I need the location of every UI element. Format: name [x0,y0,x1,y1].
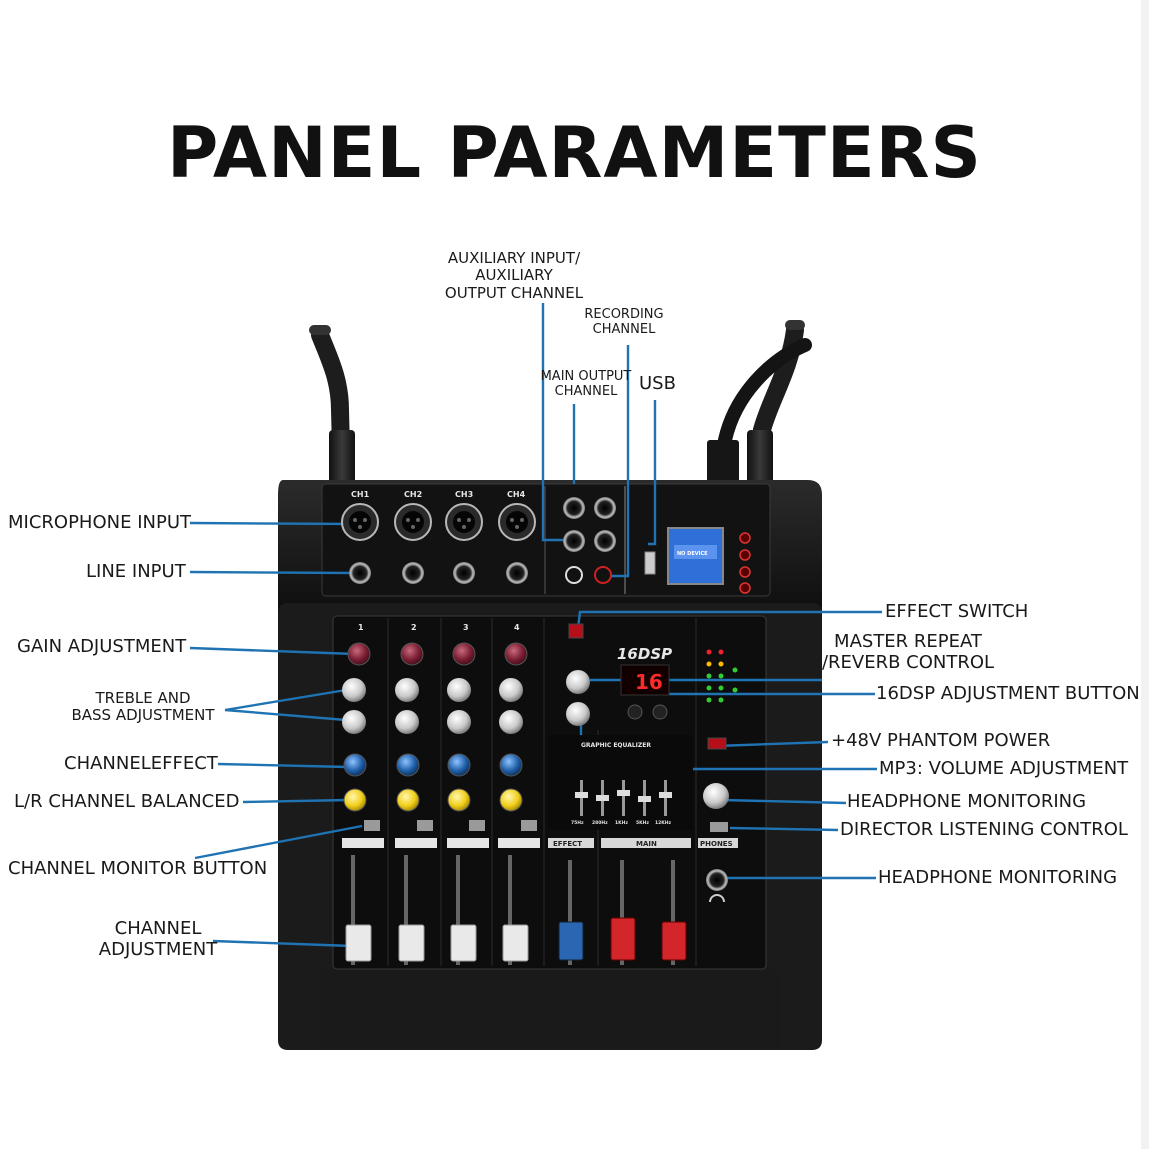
label-effect-switch: EFFECT SWITCH [885,601,1029,622]
label-phantom-power: +48V PHANTOM POWER [831,730,1051,751]
gain-knobs [347,642,528,666]
label-channel-effect: CHANNELEFFECT [64,753,218,774]
lcd-text: NO DEVICE [677,551,708,557]
strip-1-number: 1 [358,623,364,632]
effect-display-value: 16 [635,670,663,694]
label-master-repeat: MASTER REPEAT/REVERB CONTROL [821,631,995,673]
label-director-listening: DIRECTOR LISTENING CONTROL [840,819,1128,840]
phones-jack [706,869,728,903]
ch3-label: CH3 [455,490,473,499]
mp3-display [667,527,724,585]
main-strip-label: MAIN [636,840,657,848]
strip-label-bars [342,838,738,848]
eq-band-4: 5KHz [636,820,649,826]
label-mp3-volume: MP3: VOLUME ADJUSTMENT [879,758,1129,779]
strip-2-number: 2 [411,623,417,632]
eq-band-5: 12KHz [655,820,672,826]
label-dsp-button: 16DSP ADJUSTMENT BUTTON [876,683,1140,704]
graphic-eq [548,735,693,830]
ch1-label: CH1 [351,490,370,499]
xlr-inputs [341,503,536,541]
leader-lines [189,303,882,948]
label-microphone-input: MICROPHONE INPUT [8,512,191,533]
label-line-input: LINE INPUT [86,561,186,582]
mixer-top-panel [278,480,822,615]
phones-strip-label: PHONES [700,840,733,848]
dsp-logo: 16DSP [617,645,672,663]
effect-knobs [343,753,523,777]
treble-knobs [342,678,523,702]
right-edge-strip [1141,0,1149,1149]
page-title: PANEL PARAMETERS [167,112,982,194]
right-cables [707,320,812,497]
strip-4-number: 4 [514,623,520,632]
label-channel-monitor-button: CHANNEL MONITOR BUTTON [8,858,268,879]
channel-faders [345,855,529,965]
pan-knobs [343,788,523,812]
label-usb: USB [639,373,676,394]
ch2-label: CH2 [404,490,422,499]
label-gain-adjustment: GAIN ADJUSTMENT [17,636,187,657]
director-switch [710,822,728,832]
label-headphone-monitoring-1: HEADPHONE MONITORING [847,791,1087,812]
phantom-switch [707,737,727,750]
dsp-section [566,623,670,726]
eq-band-3: 1KHz [615,820,628,826]
level-meters [706,649,738,703]
line-inputs [349,562,528,584]
aux-main-rec-jacks [563,497,656,584]
master-faders [558,860,687,965]
left-cable [309,325,355,497]
transport-buttons [739,532,751,594]
eq-band-2: 280Hz [592,820,608,826]
effect-strip-label: EFFECT [553,840,582,848]
graphic-eq-label: GRAPHIC EQUALIZER [581,742,651,749]
label-headphone-monitoring-2: HEADPHONE MONITORING [878,867,1118,888]
pfl-buttons [364,820,537,831]
bass-knobs [342,710,523,734]
ch4-label: CH4 [507,490,526,499]
device-text: CH1 CH2 CH3 CH4 1 2 3 4 16DSP 16 GRAPHIC… [351,490,733,848]
strip-3-number: 3 [463,623,469,632]
label-lr-balanced: L/R CHANNEL BALANCED [14,791,240,812]
eq-band-1: 75Hz [571,820,584,826]
phones-level-knob [703,783,729,809]
